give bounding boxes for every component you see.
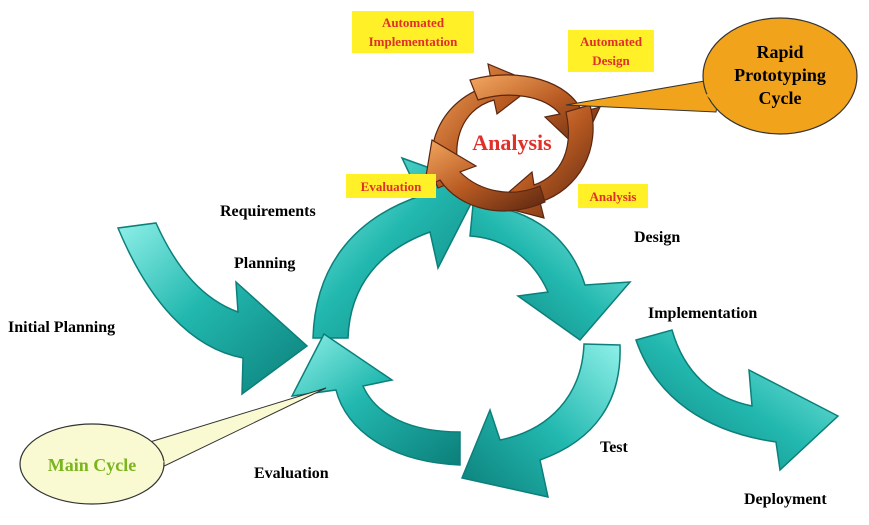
main-cycle-callout: Main Cycle: [19, 387, 327, 505]
automated-implementation-line2: Implementation: [369, 34, 459, 49]
label-deployment: Deployment: [744, 491, 827, 508]
rapid-prototyping-callout: Rapid Prototyping Cycle: [565, 17, 858, 135]
rapid-arrow-bottom-left: [423, 139, 546, 212]
main-cycle-callout-text: Main Cycle: [48, 455, 136, 475]
label-rapid-analysis: Analysis: [578, 184, 648, 208]
label-implementation: Implementation: [648, 305, 757, 322]
rapid-callout-line3: Cycle: [759, 88, 802, 108]
label-evaluation: Evaluation: [254, 465, 329, 482]
label-rapid-evaluation: Evaluation: [346, 174, 436, 198]
rapid-cycle-arrows: [423, 63, 602, 219]
label-automated-implementation: Automated Implementation: [352, 11, 474, 53]
rapid-callout-line2: Prototyping: [734, 65, 826, 85]
rapid-callout-line1: Rapid: [756, 42, 803, 62]
label-planning: Planning: [234, 255, 295, 272]
test-arrow: [460, 343, 621, 498]
evaluation-arrow: [290, 332, 461, 466]
label-requirements: Requirements: [220, 203, 316, 220]
main-cycle-arrows: [116, 156, 840, 498]
label-test: Test: [600, 439, 629, 456]
automated-design-line2: Design: [592, 53, 630, 68]
label-initial-planning: Initial Planning: [8, 319, 115, 336]
rapid-arrow-bottom-right: [492, 104, 594, 219]
automated-implementation-line1: Automated: [382, 15, 445, 30]
initial-planning-arrow: [116, 222, 309, 396]
automated-design-line1: Automated: [580, 34, 643, 49]
rapid-cycle-center-label: Analysis: [472, 130, 552, 155]
design-arrow: [469, 204, 632, 342]
deployment-arrow: [635, 329, 840, 472]
label-design: Design: [634, 229, 680, 246]
main-cycle-labels: Requirements Planning Initial Planning D…: [8, 203, 827, 508]
rapid-evaluation-text: Evaluation: [361, 179, 422, 194]
label-automated-design: Automated Design: [568, 30, 654, 72]
rapid-analysis-text: Analysis: [590, 189, 637, 204]
